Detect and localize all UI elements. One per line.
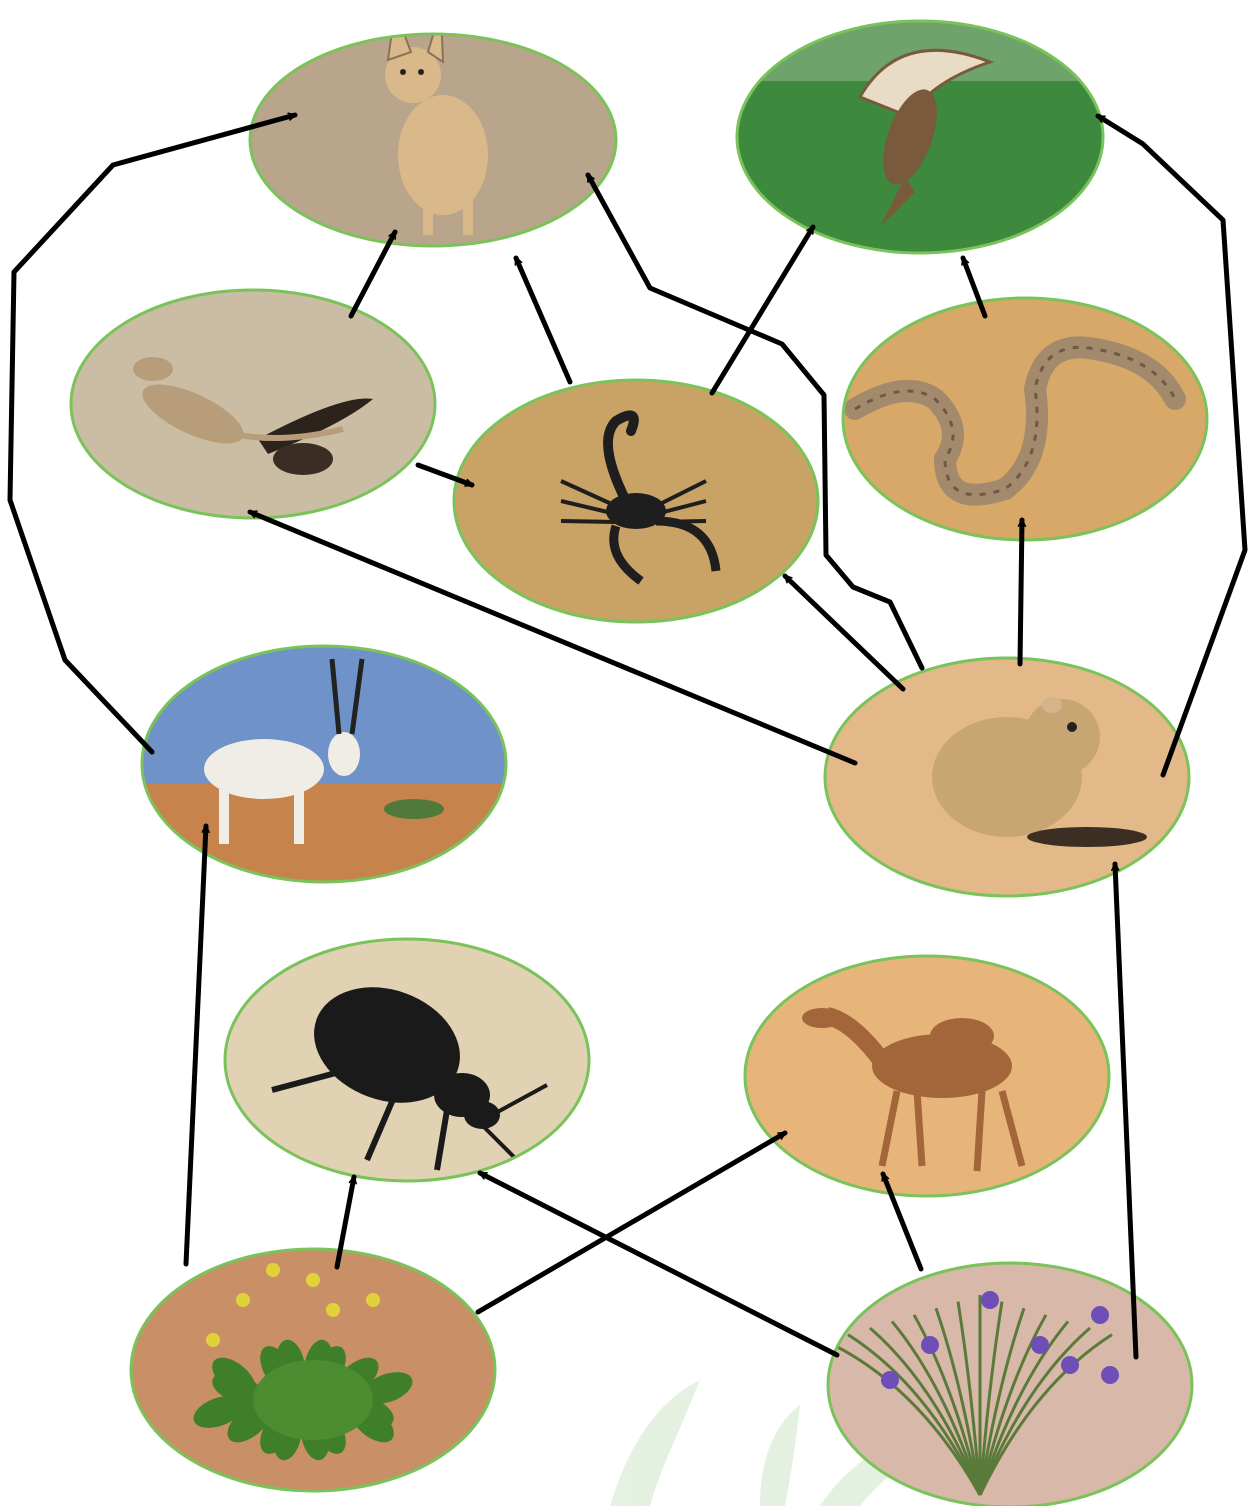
- lizard-node: [71, 290, 435, 518]
- beetle-node: [225, 939, 589, 1181]
- rodent-node: [825, 658, 1189, 896]
- camel-node: [745, 956, 1109, 1196]
- arrow-rodent-to-scorpion: [785, 576, 903, 689]
- arrow-scorpion-to-hawk: [712, 227, 813, 393]
- arrow-iris-to-rodent: [1115, 864, 1136, 1357]
- hawk-node: [737, 21, 1103, 253]
- oryx-node: [142, 646, 506, 884]
- arrow-scorpion-to-fox: [516, 258, 570, 382]
- scorpion-node: [454, 380, 818, 622]
- iris-node: [826, 1263, 1192, 1506]
- snake-node: [843, 298, 1207, 540]
- arrow-shrub-to-oryx: [186, 826, 206, 1264]
- fox-node: [250, 8, 616, 246]
- fox-icon: [250, 8, 616, 246]
- shrub-node: [131, 1249, 495, 1491]
- arrow-shrub-to-camel: [478, 1133, 785, 1312]
- arrow-rodent-to-snake: [1020, 520, 1022, 664]
- arrow-iris-to-beetle: [480, 1173, 837, 1355]
- arrow-lizard-to-fox: [351, 232, 395, 316]
